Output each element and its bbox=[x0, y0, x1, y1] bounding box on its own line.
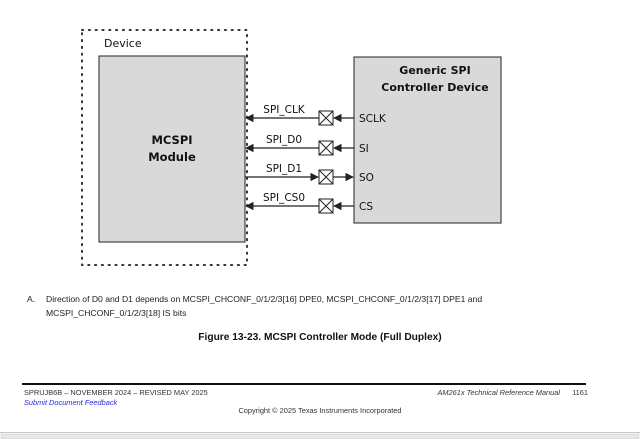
io-pad-cross bbox=[318, 110, 334, 126]
spi-controller-block bbox=[353, 56, 502, 224]
device-label: Device bbox=[104, 37, 142, 50]
io-pad-cross bbox=[318, 169, 334, 185]
io-pad-cross bbox=[318, 140, 334, 156]
controller-pin-label: SCLK bbox=[359, 113, 387, 125]
footer-left: SPRUJB6B – NOVEMBER 2024 – REVISED MAY 2… bbox=[24, 388, 208, 408]
device-boundary bbox=[81, 29, 248, 266]
signal-name-label: SPI_D0 bbox=[266, 134, 302, 146]
footer-divider bbox=[22, 383, 586, 385]
copyright: Copyright © 2025 Texas Instruments Incor… bbox=[238, 406, 402, 415]
signal-name-label: SPI_CS0 bbox=[263, 192, 305, 204]
figure-caption: Figure 13-23. MCSPI Controller Mode (Ful… bbox=[198, 332, 442, 343]
horizontal-scrollbar[interactable] bbox=[0, 432, 640, 439]
note-text: Direction of D0 and D1 depends on MCSPI_… bbox=[46, 294, 483, 318]
mcspi-module-block bbox=[98, 55, 246, 243]
io-pad-cross bbox=[318, 198, 334, 214]
scrollbar-thumb[interactable] bbox=[1, 434, 639, 439]
spi-controller-diagram: Device MCSPI Module Generic SPI Controll… bbox=[81, 29, 502, 266]
note-label: A. bbox=[27, 294, 36, 304]
footer-right: AM261x Technical Reference Manual 1161 bbox=[437, 388, 588, 397]
controller-pin-label: CS bbox=[359, 201, 373, 213]
controller-pin-label: SI bbox=[359, 143, 369, 155]
manual-title: AM261x Technical Reference Manual bbox=[437, 388, 561, 397]
page-number: 1161 bbox=[572, 388, 588, 397]
doc-id: SPRUJB6B – NOVEMBER 2024 – REVISED MAY 2… bbox=[24, 388, 208, 397]
signal-name-label: SPI_D1 bbox=[266, 163, 302, 175]
signal-name-label: SPI_CLK bbox=[263, 104, 306, 116]
spi-controller-label-line2: Controller Device bbox=[381, 81, 488, 94]
mcspi-module-label-line1: MCSPI bbox=[151, 133, 192, 147]
controller-pin-label: SO bbox=[359, 172, 374, 184]
mcspi-module-label-line2: Module bbox=[148, 150, 196, 164]
submit-feedback-link[interactable]: Submit Document Feedback bbox=[24, 398, 118, 407]
signal-row-spi-clk: SPI_CLK SCLK bbox=[245, 104, 387, 126]
spi-controller-label-line1: Generic SPI bbox=[399, 64, 470, 77]
